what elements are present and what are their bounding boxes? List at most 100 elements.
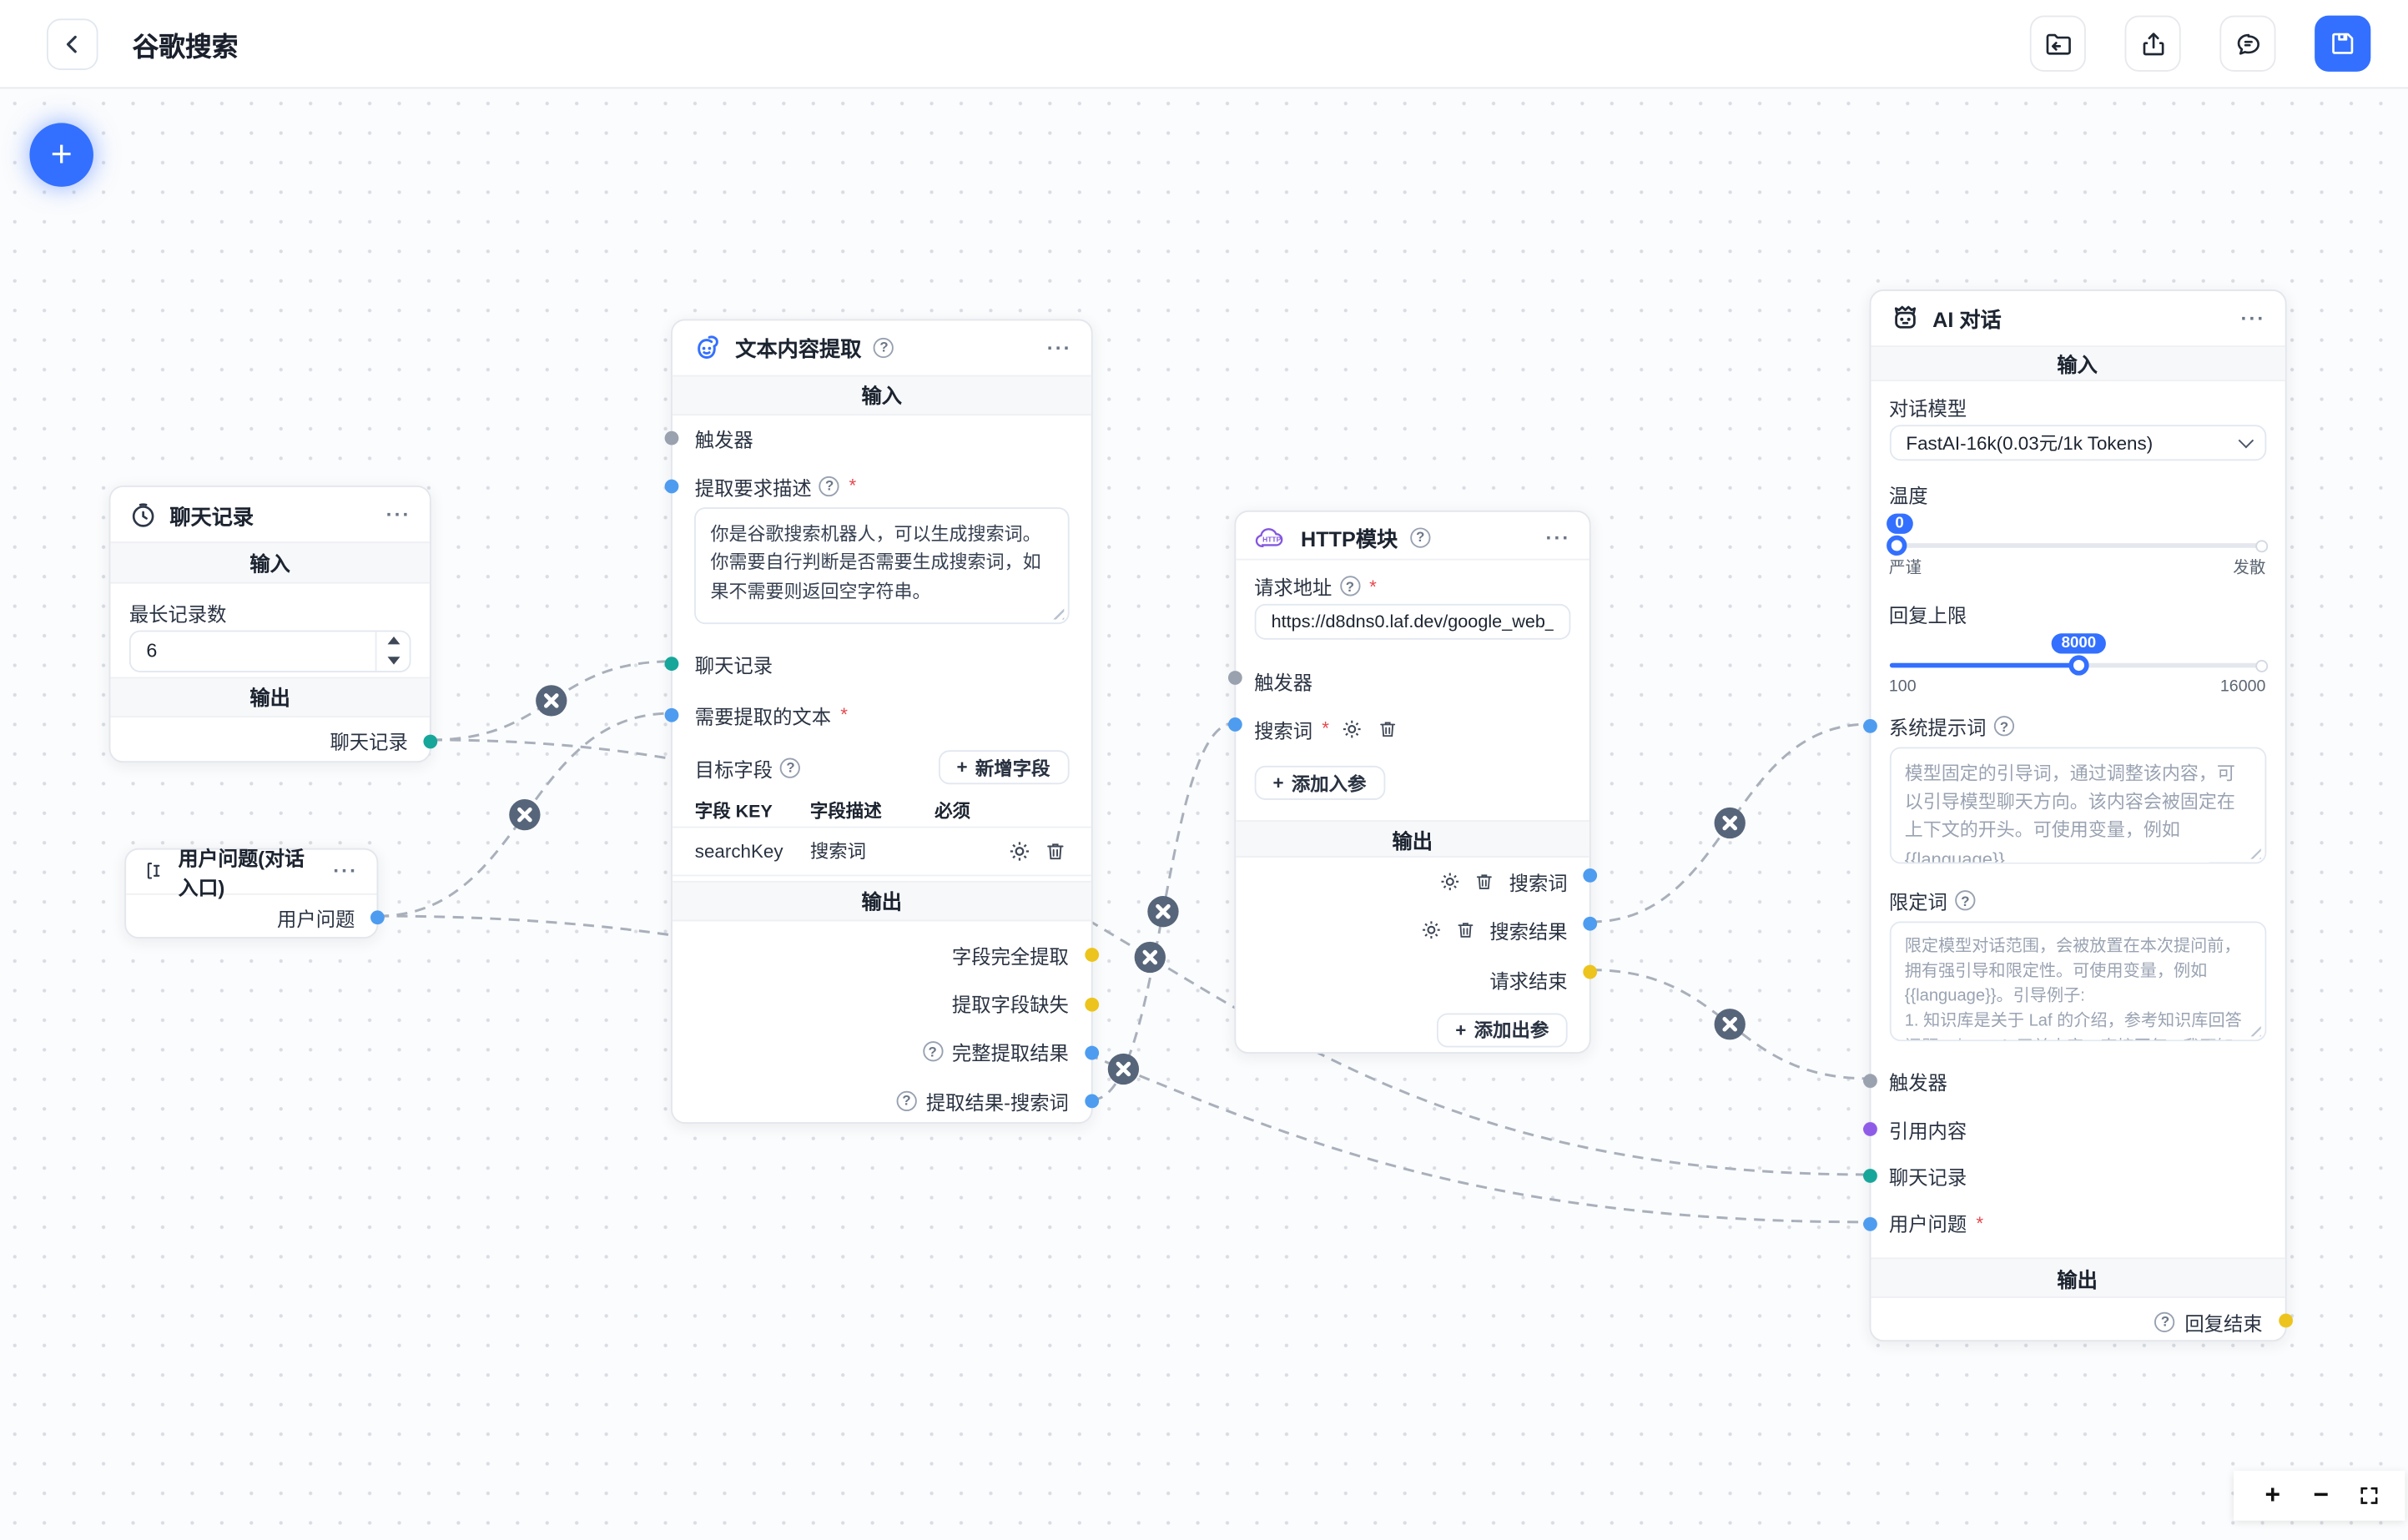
chat-bubble-icon bbox=[2236, 33, 2259, 54]
max-records-stepper[interactable]: 6 bbox=[128, 629, 411, 672]
input-port-quote[interactable] bbox=[1862, 1122, 1877, 1136]
help-icon[interactable] bbox=[819, 475, 840, 496]
back-button[interactable] bbox=[46, 18, 98, 70]
output-label: 提取字段缺失 bbox=[951, 994, 1069, 1017]
input-port-question[interactable] bbox=[1862, 1216, 1877, 1231]
node-ai-chat[interactable]: AI 对话 ··· 输入 对话模型 FastAI-16k(0.03元/1k To… bbox=[1862, 289, 2293, 1342]
fit-view-button[interactable] bbox=[2352, 1478, 2386, 1512]
node-menu-button[interactable]: ··· bbox=[385, 502, 411, 526]
question-label: 用户问题 bbox=[1888, 1214, 1967, 1237]
extract-desc-textarea[interactable]: 你是谷歌搜索机器人，可以生成搜索词。你需要自行判断是否需要生成搜索词，如果不需要… bbox=[694, 507, 1069, 625]
table-row: searchKey 搜索词 bbox=[673, 825, 1091, 876]
help-icon[interactable] bbox=[874, 337, 894, 358]
add-field-button[interactable]: +新增字段 bbox=[938, 750, 1069, 785]
input-port-desc[interactable] bbox=[665, 478, 680, 493]
input-port-system-prompt[interactable] bbox=[1862, 718, 1877, 733]
trash-icon[interactable] bbox=[1475, 872, 1495, 892]
minus-icon: − bbox=[2313, 1479, 2329, 1509]
help-icon[interactable] bbox=[780, 757, 801, 778]
zoom-in-button[interactable]: + bbox=[2255, 1478, 2290, 1512]
trash-icon[interactable] bbox=[1455, 920, 1475, 940]
node-menu-button[interactable]: ··· bbox=[2240, 306, 2266, 330]
node-content-extract[interactable]: 文本内容提取 ··· 输入 触发器 提取要求描述 * 你是谷歌搜索机器人，可以生… bbox=[665, 319, 1099, 1124]
output-port-chat-history[interactable] bbox=[423, 734, 438, 749]
target-fields-table: 字段 KEY 字段描述 必须 searchKey 搜索词 bbox=[673, 795, 1091, 876]
node-header[interactable]: 用户问题(对话入口) ··· bbox=[125, 846, 377, 899]
save-button[interactable] bbox=[2315, 15, 2371, 72]
output-port-full-result[interactable] bbox=[1084, 1045, 1099, 1060]
output-port-search-key[interactable] bbox=[1583, 868, 1598, 882]
output-port-request-end[interactable] bbox=[1583, 964, 1598, 979]
add-input-param-button[interactable]: +添加入参 bbox=[1254, 765, 1385, 800]
node-menu-button[interactable]: ··· bbox=[1545, 526, 1571, 550]
node-header[interactable]: 聊天记录 ··· bbox=[110, 487, 429, 541]
node-menu-button[interactable]: ··· bbox=[1046, 335, 1072, 360]
model-label: 对话模型 bbox=[1888, 399, 1967, 421]
output-label: 提取结果-搜索词 bbox=[925, 1092, 1069, 1115]
input-port-trigger[interactable] bbox=[1862, 1073, 1877, 1088]
http-cloud-icon: HTTP bbox=[1254, 524, 1288, 551]
help-icon[interactable] bbox=[896, 1090, 917, 1111]
output-label: 回复结束 bbox=[2184, 1312, 2263, 1336]
input-port-search-key[interactable] bbox=[1227, 717, 1242, 732]
restrict-textarea[interactable] bbox=[1888, 921, 2266, 1041]
open-app-button[interactable] bbox=[2029, 15, 2086, 72]
output-label: 字段完全提取 bbox=[951, 945, 1069, 968]
gear-icon[interactable] bbox=[1342, 718, 1362, 738]
chevron-down-icon bbox=[2237, 432, 2254, 449]
trigger-label: 触发器 bbox=[1888, 1073, 1947, 1095]
export-button[interactable] bbox=[2124, 15, 2181, 72]
reply-limit-max-label: 16000 bbox=[2219, 677, 2266, 696]
help-icon[interactable] bbox=[1410, 526, 1431, 548]
trash-icon[interactable] bbox=[1044, 839, 1065, 861]
required-asterisk: * bbox=[849, 475, 857, 497]
save-icon bbox=[2332, 33, 2354, 54]
node-header[interactable]: AI 对话 ··· bbox=[1871, 291, 2285, 345]
plus-icon: + bbox=[1455, 1019, 1467, 1041]
clock-icon bbox=[132, 502, 154, 526]
output-port-field-complete[interactable] bbox=[1084, 947, 1099, 962]
history-label: 聊天记录 bbox=[694, 654, 773, 677]
output-port-field-missing[interactable] bbox=[1084, 996, 1099, 1011]
chat-test-button[interactable] bbox=[2219, 15, 2276, 72]
node-chat-history[interactable]: 聊天记录 ··· 输入 最长记录数 6 输出 聊天记录 bbox=[108, 486, 438, 762]
help-icon[interactable] bbox=[2154, 1311, 2176, 1332]
gear-icon[interactable] bbox=[1421, 920, 1441, 940]
toolbar-actions bbox=[2029, 15, 2371, 72]
trigger-label: 触发器 bbox=[694, 429, 753, 452]
export-icon bbox=[2142, 32, 2164, 55]
help-icon[interactable] bbox=[922, 1041, 943, 1063]
output-port-reply-end[interactable] bbox=[2278, 1313, 2293, 1328]
node-header[interactable]: HTTP HTTP模块 ··· bbox=[1236, 512, 1589, 558]
top-bar: 谷歌搜索 bbox=[0, 0, 2408, 89]
system-prompt-textarea[interactable] bbox=[1888, 747, 2266, 864]
step-down-button[interactable] bbox=[376, 651, 409, 670]
output-port-search-result[interactable] bbox=[1583, 916, 1598, 931]
model-value: FastAI-16k(0.03元/1k Tokens) bbox=[1906, 432, 2154, 455]
node-menu-button[interactable]: ··· bbox=[333, 859, 359, 883]
add-node-button[interactable]: + bbox=[29, 123, 93, 187]
output-port-search-key[interactable] bbox=[1084, 1094, 1099, 1109]
step-up-button[interactable] bbox=[376, 632, 409, 651]
gear-icon[interactable] bbox=[1008, 839, 1030, 861]
node-http[interactable]: HTTP HTTP模块 ··· 请求地址 * https://d8dns0.la… bbox=[1227, 510, 1598, 1054]
trigger-label: 触发器 bbox=[1254, 672, 1313, 694]
add-output-param-button[interactable]: +添加出参 bbox=[1436, 1012, 1568, 1047]
temperature-slider[interactable]: 0 bbox=[1886, 513, 2268, 556]
zoom-out-button[interactable]: − bbox=[2304, 1478, 2338, 1512]
help-icon[interactable] bbox=[1339, 576, 1360, 596]
url-input[interactable]: https://d8dns0.laf.dev/google_web_search bbox=[1254, 602, 1571, 640]
node-user-question[interactable]: 用户问题(对话入口) ··· 用户问题 bbox=[123, 846, 385, 939]
node-header[interactable]: 文本内容提取 ··· bbox=[673, 320, 1091, 374]
temperature-knob[interactable] bbox=[1886, 535, 1907, 556]
input-port-trigger[interactable] bbox=[665, 430, 680, 445]
trash-icon[interactable] bbox=[1378, 718, 1398, 738]
help-icon[interactable] bbox=[1955, 890, 1976, 912]
reply-limit-slider[interactable]: 8000 bbox=[1888, 633, 2268, 676]
gear-icon[interactable] bbox=[1441, 872, 1461, 892]
help-icon[interactable] bbox=[1993, 716, 2015, 737]
input-port-trigger[interactable] bbox=[1227, 670, 1242, 685]
model-select[interactable]: FastAI-16k(0.03元/1k Tokens) bbox=[1888, 425, 2266, 461]
reply-limit-knob[interactable] bbox=[2069, 655, 2090, 676]
